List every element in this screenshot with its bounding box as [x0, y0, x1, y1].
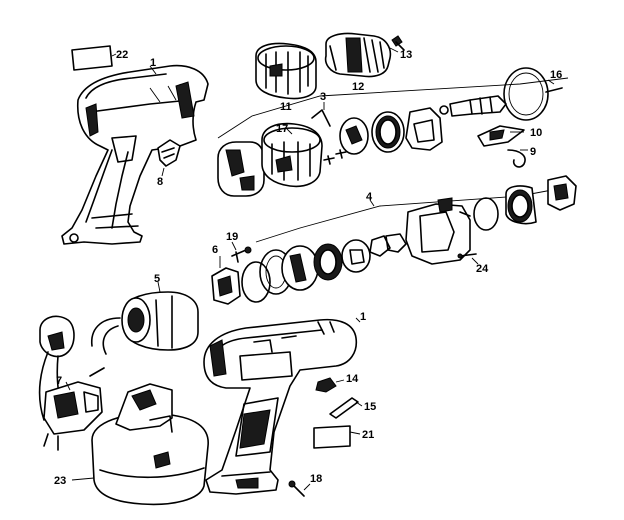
part-1-housing-half-right	[203, 318, 358, 495]
part-22-label	[71, 45, 113, 71]
part-14-direction-knob	[315, 377, 337, 393]
part-9-spring-clip	[507, 149, 526, 168]
callout-21: 21	[362, 429, 374, 441]
callout-7: 7	[56, 375, 62, 387]
part-4-transmission-assembly	[255, 175, 577, 295]
part-10-spacer	[477, 125, 525, 147]
part-12-keyless-chuck	[324, 32, 392, 78]
callout-23: 23	[54, 475, 66, 487]
callout-4: 4	[366, 191, 373, 203]
part-23-battery-pack	[91, 383, 209, 506]
part-16-retaining-ring	[503, 67, 563, 121]
callout-5: 5	[154, 273, 160, 285]
part-18-screw	[288, 480, 305, 497]
callout-labels: 22 1 11 12 13 16 3 17 10 9 8 4 19 6 24 5…	[54, 49, 562, 487]
part-24-pin	[457, 253, 477, 259]
part-5-motor	[91, 291, 199, 355]
part-7-switch-assembly	[38, 315, 105, 451]
callout-12: 12	[352, 81, 364, 93]
callout-10: 10	[530, 127, 542, 139]
callout-1-upper: 1	[150, 57, 156, 69]
part-13-chuck-screw	[391, 35, 405, 51]
callout-18: 18	[310, 473, 322, 485]
callout-19: 19	[226, 231, 238, 243]
callout-8: 8	[157, 176, 163, 188]
part-15-clip	[329, 397, 359, 419]
callout-11: 11	[280, 101, 292, 113]
callout-1-lower: 1	[360, 311, 366, 323]
part-19-screw	[231, 246, 252, 263]
callout-13: 13	[400, 49, 412, 61]
part-3-gearcase-assembly	[217, 77, 569, 197]
part-6-motor-plate	[211, 261, 271, 305]
part-21-label	[313, 425, 351, 449]
callout-17: 17	[276, 123, 288, 135]
callout-6: 6	[212, 244, 218, 256]
callout-22: 22	[116, 49, 128, 61]
callout-16: 16	[550, 69, 562, 81]
part-8-trigger-switch	[157, 139, 181, 167]
part-1-housing-half-left	[61, 64, 209, 245]
leader-lines	[65, 47, 555, 491]
callout-14: 14	[346, 373, 359, 385]
callout-15: 15	[364, 401, 376, 413]
callout-9: 9	[530, 146, 536, 158]
part-11-clutch-sleeve	[255, 42, 317, 100]
callout-3: 3	[320, 91, 326, 103]
callout-24: 24	[476, 263, 489, 275]
